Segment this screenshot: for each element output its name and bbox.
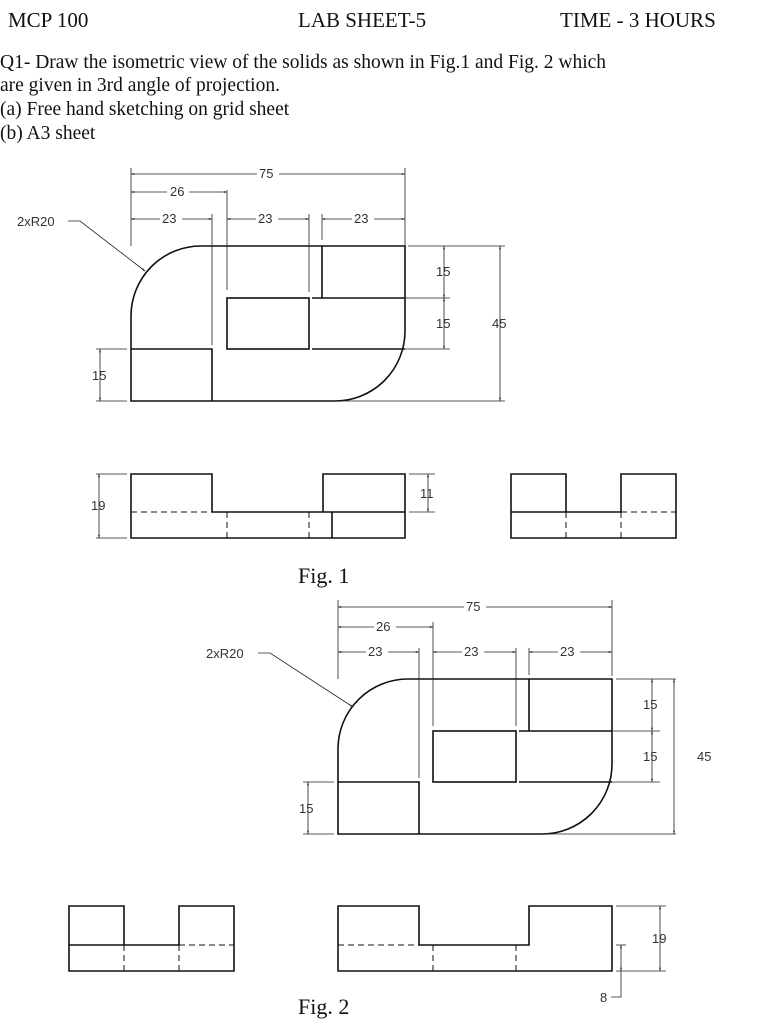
svg-text:45: 45 [492,316,506,331]
svg-text:2xR20: 2xR20 [206,646,244,661]
svg-text:26: 26 [170,184,184,199]
svg-text:23: 23 [258,211,272,226]
fig1-top-view [130,245,406,402]
svg-text:45: 45 [697,749,711,764]
svg-text:23: 23 [560,644,574,659]
svg-text:23: 23 [354,211,368,226]
svg-text:19: 19 [91,498,105,513]
svg-text:15: 15 [643,697,657,712]
svg-text:23: 23 [368,644,382,659]
fig2-top-dim-text: 75 26 23 23 23 2xR20 15 15 45 15 [206,599,711,816]
svg-text:11: 11 [420,486,434,501]
svg-text:75: 75 [259,166,273,181]
fig1-side-view [510,473,677,539]
question-line-2: are given in 3rd angle of projection. [0,75,280,96]
svg-text:15: 15 [92,368,106,383]
fig2-caption: Fig. 2 [298,994,350,1019]
svg-text:26: 26 [376,619,390,634]
fig2-top-view [337,678,613,835]
svg-text:23: 23 [162,211,176,226]
fig1-top-dimensions [68,168,505,402]
sheet-title: LAB SHEET-5 [298,8,427,32]
svg-text:2xR20: 2xR20 [17,214,55,229]
svg-text:75: 75 [466,599,480,614]
svg-text:15: 15 [299,801,313,816]
question-part-a: (a) Free hand sketching on grid sheet [0,99,290,120]
fig2-front-dimensions [611,905,666,998]
question-line-1: Q1- Draw the isometric view of the solid… [0,52,607,73]
fig2-front-view [337,905,613,972]
course-code: MCP 100 [8,8,89,32]
svg-text:19: 19 [652,931,666,946]
fig2-front-hidden [338,944,517,971]
svg-text:8: 8 [600,990,607,1005]
svg-text:15: 15 [436,264,450,279]
fig1-front-dimensions [96,473,435,539]
question-part-b: (b) A3 sheet [0,123,96,144]
fig2-top-dimensions [258,600,676,835]
time-limit: TIME - 3 HOURS [560,8,716,32]
svg-text:15: 15 [643,749,657,764]
svg-text:15: 15 [436,316,450,331]
fig2-side-view [68,905,235,972]
svg-text:23: 23 [464,644,478,659]
fig1-front-hidden [131,511,310,538]
fig1-caption: Fig. 1 [298,563,350,588]
fig2-side-hidden [123,944,234,971]
fig1-front-view [130,473,406,539]
fig1-side-hidden [565,511,676,538]
fig1-top-dim-text: 75 26 23 23 23 2xR20 15 15 45 15 [17,166,506,383]
